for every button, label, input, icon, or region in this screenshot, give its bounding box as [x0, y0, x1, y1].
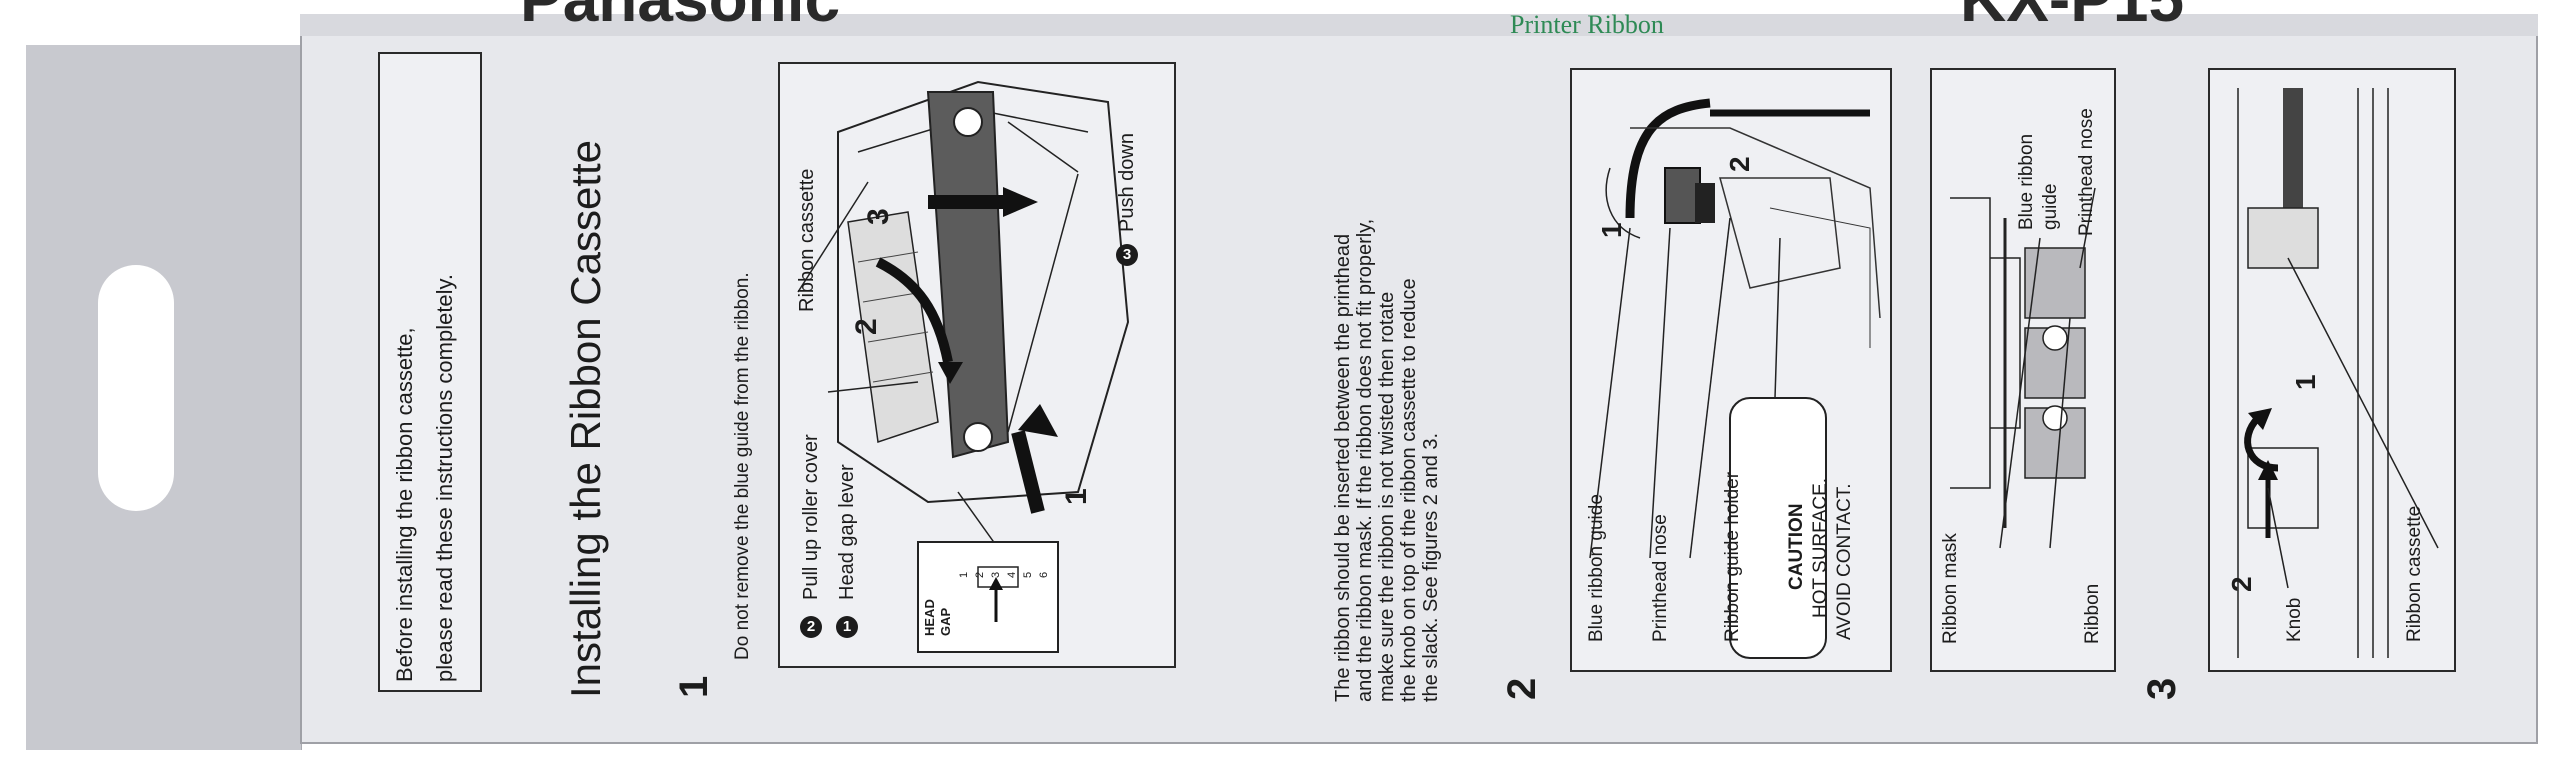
gap-number-1: 1 — [958, 571, 970, 578]
figure-3 — [2208, 68, 2456, 672]
brand-name: Panasonic — [520, 0, 840, 36]
page-title: Installing the Ribbon Cassette — [562, 140, 609, 698]
detail-label-ribbon: Ribbon — [2082, 583, 2103, 644]
label-pull-up-roller-cover: Pull up roller cover — [800, 434, 822, 600]
gap-number-2: 2 — [974, 571, 986, 578]
marker-2-fig3: 2 — [2226, 576, 2257, 592]
top-strip — [300, 14, 2538, 36]
detail-label-blue-ribbon-1: Blue ribbon — [2016, 133, 2037, 230]
marker-1-fig3: 1 — [2290, 374, 2321, 390]
detail-label-ribbon-mask: Ribbon mask — [1940, 533, 1961, 644]
label-push-down: Push down — [1116, 133, 1138, 232]
step1-number: 1 — [672, 675, 716, 698]
caution-line-2: AVOID CONTACT. — [1834, 483, 1855, 640]
marker-1-fig2: 1 — [1596, 222, 1627, 238]
gap-number-6: 6 — [1038, 571, 1050, 578]
figure-detail-drawing — [1950, 187, 2096, 549]
marker-3-fig1: 3 — [862, 208, 895, 225]
marker-1-fig1: 1 — [1060, 488, 1093, 505]
notice-box — [378, 52, 482, 692]
hang-hook — [98, 340, 151, 445]
step2-text-4: the knob on top of the ribbon cassette t… — [1398, 278, 1420, 702]
box-face — [300, 14, 2538, 744]
caution-line-1: HOT SURFACE. — [1810, 477, 1831, 618]
gap-number-5: 5 — [1022, 571, 1034, 578]
figure-2-drawing — [1589, 98, 1881, 659]
step2-text-1: The ribbon should be inserted between th… — [1332, 233, 1354, 702]
step3-number: 3 — [2140, 677, 2184, 700]
step1-note: Do not remove the blue guide from the ri… — [732, 272, 753, 660]
figure-1-drawing — [797, 80, 1130, 653]
head-gap-title-1: HEAD — [922, 599, 937, 636]
detail-label-printhead-nose: Printhead nose — [2076, 108, 2097, 236]
step2-text-5: the slack. See figures 2 and 3. — [1420, 432, 1442, 702]
label-head-gap-lever: Head gap lever — [836, 464, 858, 600]
notice-line-2: please read these instructions completel… — [432, 273, 457, 682]
label-knob: Knob — [2284, 597, 2305, 642]
detail-label-blue-ribbon-2: guide — [2040, 183, 2061, 231]
step2-number: 2 — [1500, 677, 1544, 700]
marker-2-fig1: 2 — [850, 318, 883, 335]
marker-3-push: 3 — [1116, 238, 1138, 266]
gap-number-3: 3 — [990, 571, 1002, 578]
head-gap-title-2: GAP — [938, 607, 953, 636]
step2-text-2: and the ribbon mask. If the ribbon does … — [1354, 218, 1376, 702]
label-blue-ribbon-guide: Blue ribbon guide — [1586, 494, 1607, 642]
marker-2-pull: 2 — [800, 610, 822, 638]
model-name: KX-P15 — [1960, 0, 2184, 36]
figure-3-drawing — [2237, 88, 2439, 658]
product-name: Printer Ribbon — [1510, 10, 1664, 39]
marker-1-lever: 1 — [836, 610, 858, 638]
gap-number-4: 4 — [1006, 571, 1018, 578]
marker-2-fig2: 2 — [1724, 156, 1755, 172]
label-printhead-nose: Printhead nose — [1650, 514, 1671, 642]
step2-text-3: make sure the ribbon is not twisted then… — [1376, 291, 1398, 702]
label-ribbon-cassette-3: Ribbon cassette — [2404, 505, 2425, 642]
notice-line-1: Before installing the ribbon cassette, — [392, 327, 417, 682]
label-ribbon-cassette: Ribbon cassette — [796, 168, 818, 312]
label-ribbon-guide-holder: Ribbon guide holder — [1722, 471, 1743, 642]
caution-title: CAUTION — [1786, 503, 1807, 590]
